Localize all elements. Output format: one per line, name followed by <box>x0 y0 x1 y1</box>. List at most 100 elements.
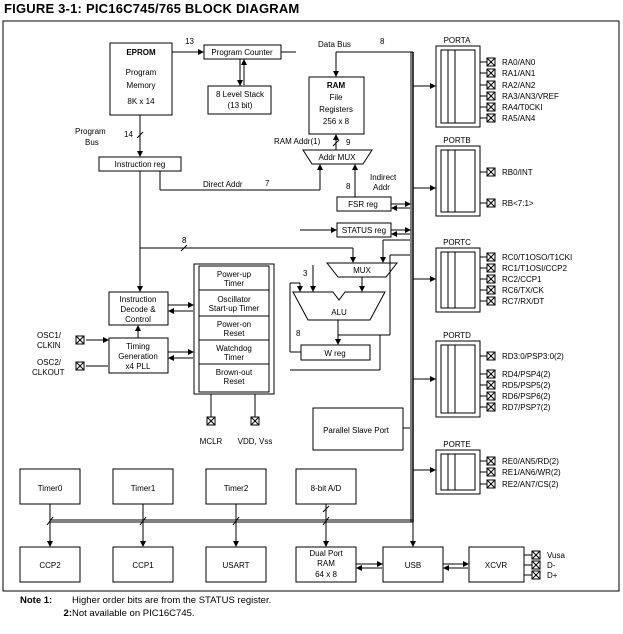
portc-block <box>435 247 481 313</box>
portb-label: PORTB <box>443 136 470 145</box>
porta-pin-2-label: RA2/AN2 <box>502 81 536 90</box>
portd-block <box>435 340 481 418</box>
portb-pin-1-label: RB<7:1> <box>502 199 534 208</box>
power-on-line1: Power-on <box>217 320 251 329</box>
status-reg-label: STATUS reg <box>342 226 386 235</box>
dual-port-line1: Dual Port <box>309 549 343 558</box>
bus7-label: 7 <box>265 179 270 188</box>
timer2-label: Timer2 <box>224 484 249 493</box>
notes-section: Note 1:Higher order bits are from the ST… <box>20 594 271 620</box>
note2-label: 2: <box>20 607 72 620</box>
portd-pin-1-label: RD4/PSP4(2) <box>502 370 551 379</box>
osc2-label: OSC2/ <box>37 358 62 367</box>
bus9-label: 9 <box>346 138 351 147</box>
brown-out-line1: Brown-out <box>216 368 253 377</box>
figure-name: PIC16C745/765 BLOCK DIAGRAM <box>86 1 300 16</box>
decode-line1: Instruction <box>120 295 157 304</box>
porta-pin-4-label: RA4/T0CKI <box>502 103 542 112</box>
bus13-label: 13 <box>185 37 194 46</box>
porta-label: PORTA <box>444 36 471 45</box>
eprom-line2: Memory <box>127 81 156 90</box>
porta-pin-4-marker <box>486 102 496 112</box>
bus8-top-label: 8 <box>380 37 385 46</box>
ram-title: RAM <box>327 81 346 90</box>
portc-pin-3-label: RC6/TX/CK <box>502 286 544 295</box>
timer0-label: Timer0 <box>38 484 63 493</box>
timing-line2: Generation <box>118 352 158 361</box>
note1-text: Higher order bits are from the STATUS re… <box>72 595 272 606</box>
portd-pin-1-marker <box>486 369 496 379</box>
reset-group-outer <box>193 263 275 395</box>
porta-pin-2-marker <box>486 80 496 90</box>
timing-line1: Timing <box>126 342 150 351</box>
fsr-reg-label: FSR reg <box>348 200 378 209</box>
note-word: Note <box>20 595 42 606</box>
portc-pin-4-marker <box>486 296 496 306</box>
eprom-line1: Program <box>126 68 157 77</box>
data-bus-label: Data Bus <box>318 40 351 49</box>
parallel-slave-port-label: Parallel Slave Port <box>323 426 390 435</box>
decode-line3: Control <box>125 315 151 324</box>
note-label: Note 1: <box>20 594 72 607</box>
xcvr-label: XCVR <box>485 561 507 570</box>
stack-line1: 8 Level Stack <box>216 90 265 99</box>
porta-pin-1-marker <box>486 68 496 78</box>
portd-pin-2-label: RD5/PSP5(2) <box>502 381 551 390</box>
figure-label: FIGURE 3-1: <box>4 1 83 16</box>
alu-label: ALU <box>331 308 347 317</box>
watchdog-line2: Timer <box>224 353 244 362</box>
decode-line2: Decode & <box>120 305 156 314</box>
clkin-label: CLKIN <box>37 341 61 350</box>
timing-line3: x4 PLL <box>126 362 151 371</box>
w-reg-label: W reg <box>324 349 345 358</box>
program-bus-line2: Bus <box>85 138 99 147</box>
porte-label: PORTE <box>443 440 470 449</box>
bus8-w-label: 8 <box>296 329 301 338</box>
portc-pin-2-marker <box>486 274 496 284</box>
power-on-line2: Reset <box>224 329 246 338</box>
portd-pin-4-marker <box>486 402 496 412</box>
portc-pin-3-marker <box>486 285 496 295</box>
portb-block <box>435 145 481 217</box>
portb-pin-0-marker <box>486 167 496 177</box>
osc-startup-line1: Oscillator <box>217 295 251 304</box>
eprom-title: EPROM <box>126 48 156 57</box>
porte-pin-2-label: RE2/AN7/CS(2) <box>502 480 559 489</box>
dual-port-line3: 64 x 8 <box>315 570 337 579</box>
eprom-line3: 8K x 14 <box>127 97 155 106</box>
usb-pin-1-label: D- <box>547 561 556 570</box>
usb-pin-2-marker <box>531 570 541 580</box>
note2-text: Not available on PIC16C745. <box>72 608 195 619</box>
portd-pin-2-marker <box>486 380 496 390</box>
usart-block <box>205 546 267 583</box>
portd-pin-0-label: RD3:0/PSP3:0(2) <box>502 352 564 361</box>
usb-label: USB <box>405 561 421 570</box>
parallel-slave-port-block <box>312 407 404 451</box>
porta-pin-0-label: RA0/AN0 <box>502 58 536 67</box>
osc2-pin-marker <box>75 361 85 371</box>
porte-block <box>435 449 481 495</box>
porta-pin-5-label: RA5/AN4 <box>502 114 536 123</box>
usart-label: USART <box>223 561 250 570</box>
porte-pin-0-marker <box>486 456 496 466</box>
portd-pin-0-marker <box>486 351 496 361</box>
ad-label: 8-bit A/D <box>311 484 342 493</box>
osc1-pin-marker <box>75 335 85 345</box>
portc-pin-1-label: RC1/T1OSI/CCP2 <box>502 264 567 273</box>
timer1-label: Timer1 <box>131 484 156 493</box>
usb-pin-0-label: Vusa <box>547 551 565 560</box>
dual-port-line2: RAM <box>317 559 335 568</box>
stack-line2: (13 bit) <box>228 101 253 110</box>
portb-pin-0-label: RB0/INT <box>502 168 533 177</box>
bus8-fsr-label: 8 <box>346 182 351 191</box>
porta-pin-3-label: RA3/AN3/VREF <box>502 92 559 101</box>
mclr-pin-marker <box>206 416 216 426</box>
instruction-reg-label: Instruction reg <box>115 160 166 169</box>
porte-pin-0-label: RE0/AN5/RD(2) <box>502 457 559 466</box>
portd-pin-4-label: RD7/PSP7(2) <box>502 403 551 412</box>
eprom-block <box>109 42 173 116</box>
porte-pin-1-label: RE1/AN6/WR(2) <box>502 468 561 477</box>
note2-number: 2: <box>63 608 72 619</box>
program-bus-line1: Program <box>75 127 106 136</box>
alu-shape <box>292 291 386 321</box>
